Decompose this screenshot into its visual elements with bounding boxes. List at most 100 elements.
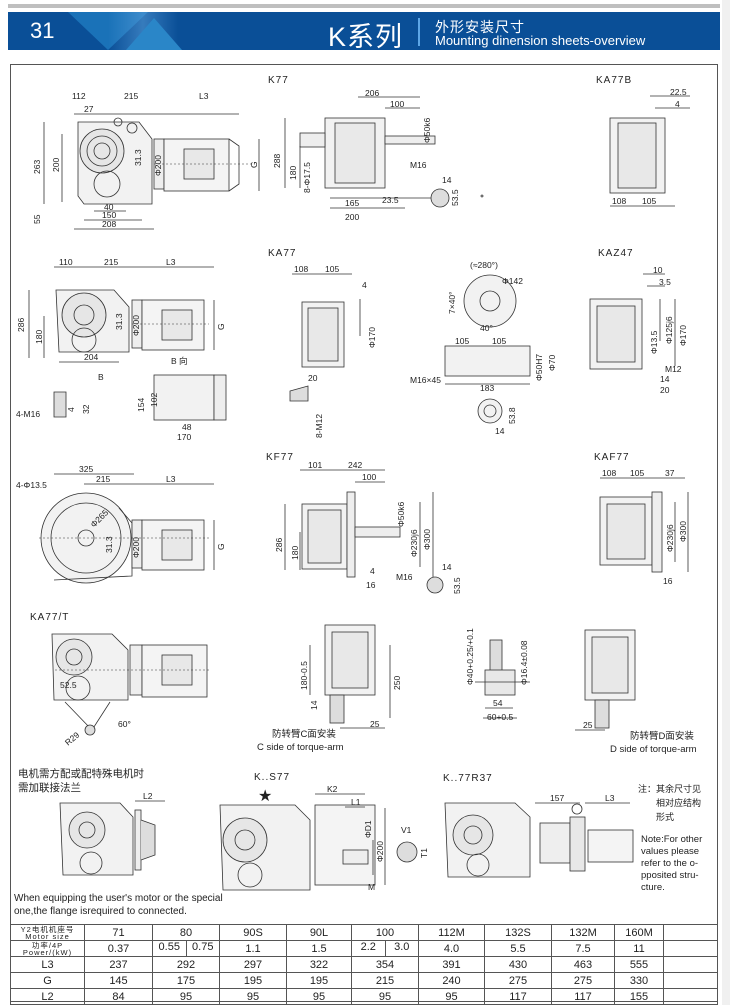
table-cell: 80 (152, 924, 220, 941)
dim-label: 165 (345, 198, 359, 208)
header-divider (418, 18, 420, 46)
dim-label: M (368, 882, 375, 892)
top-rule (8, 4, 720, 8)
table-cell: 240 (418, 972, 485, 989)
dim-label: 154 (136, 398, 146, 412)
drawing-ka-side: 110 215 L3 286 180 31.3 Φ200 G 204 B 4-M… (16, 257, 227, 442)
drawing-title-k77: K77 (268, 75, 289, 86)
note-en-2: values please (641, 846, 700, 857)
dim-label: 150 (102, 210, 116, 220)
drawing-ka77b: 22.5 4 108 105 (609, 87, 690, 207)
dim-label: 288 (272, 154, 282, 168)
dim-label: 157 (550, 793, 564, 803)
dim-label: 215 (96, 474, 110, 484)
dim-label: 183 (480, 383, 494, 393)
dim-label: 14 (495, 426, 505, 436)
b-view-title: B 向 (171, 356, 188, 366)
table-cell: 354 (351, 956, 419, 973)
dim-label: 40° (480, 323, 493, 333)
table-cell: 117 (484, 988, 552, 1005)
table-cell-empty (663, 972, 718, 989)
table-cell: 175 (152, 972, 220, 989)
dim-label: 3.5 (659, 277, 671, 287)
dim-label: 53.8 (507, 407, 517, 424)
table-cell: 2.2 3.0 (351, 940, 419, 957)
page-number: 31 (30, 18, 55, 43)
dim-label: 22.5 (670, 87, 687, 97)
drawing-title-ka77: KA77 (268, 248, 297, 259)
dim-label: L3 (605, 793, 615, 803)
row-header-motor-size: Y2电机机座号 Motor size (10, 924, 85, 941)
dim-label: Φ200 (131, 537, 141, 558)
drawing-ka77: 108 105 4 Φ170 20 8-M12 (≈280°) 7×40° Φ1… (289, 260, 557, 438)
row-header-l2: L2 (10, 988, 85, 1005)
dim-label: Φ50k6 (422, 118, 432, 143)
dim-label: 14 (660, 374, 670, 384)
table-cell: 95 (418, 988, 485, 1005)
table-cell: 297 (219, 956, 287, 973)
drawing-kf77: 101 242 100 Φ50k6 Φ230j6 Φ300 286 180 4 … (274, 460, 462, 594)
motor-size-label-en: Motor size (25, 931, 70, 941)
dim-label: 48 (182, 422, 192, 432)
dim-label: 37 (665, 468, 675, 478)
dim-label: 105 (455, 336, 469, 346)
dim-label: 8-Φ17.5 (302, 162, 312, 193)
dim-label: Φ230j6 (409, 529, 419, 557)
table-cell: 555 (614, 956, 664, 973)
drawing-title-ks77: K..S77 (254, 772, 291, 783)
dim-label: R29 (63, 730, 82, 748)
dim-label: 4 (362, 280, 367, 290)
dim-label: 40 (104, 202, 114, 212)
dim-label: 100 (362, 472, 376, 482)
dim-label: B (98, 372, 104, 382)
table-cell: 330 (614, 972, 664, 989)
page-edge (722, 0, 730, 1005)
dim-label: 4 (370, 566, 375, 576)
dim-label: 52.5 (60, 680, 77, 690)
dim-label: 54 (493, 698, 503, 708)
dim-label: Φ125j6 (664, 316, 674, 344)
table-cell: 3.0 (384, 941, 419, 956)
d-side-caption-en: D side of torque-arm (610, 744, 697, 755)
dim-label: 112 (72, 91, 86, 101)
dim-label: 25 (370, 719, 380, 729)
dim-label: 208 (102, 219, 116, 229)
dim-label: L3 (199, 91, 209, 101)
table-cell: 237 (84, 956, 153, 973)
dim-label: L2 (143, 791, 153, 801)
dim-label: 286 (16, 318, 26, 332)
dim-label: 23.5 (382, 195, 399, 205)
dim-label: 7×40° (447, 291, 457, 314)
dim-label: 180 (34, 330, 44, 344)
dim-label: L1 (351, 797, 361, 807)
dim-label: 263 (32, 160, 42, 174)
dim-label: 204 (84, 352, 98, 362)
dim-label: L3 (166, 474, 176, 484)
d-side-caption-cn: 防转臂D面安装 (630, 731, 694, 742)
drawing-d-side: 25 (575, 629, 636, 731)
dim-label: 105 (492, 336, 506, 346)
dim-label: Φ230j6 (665, 524, 675, 552)
dim-label: 60+0.5 (487, 712, 514, 722)
table-cell: 145 (84, 972, 153, 989)
dim-label: 200 (345, 212, 359, 222)
dim-label: 242 (348, 460, 362, 470)
drawing-kf-side: 325 4-Φ13.5 215 L3 Φ265 31.3 Φ200 G (16, 464, 226, 584)
drawing-k77: 206 100 Φ50k6 288 180 8-Φ17.5 M16 14 53.… (272, 88, 484, 222)
table-cell: 7.5 (551, 940, 615, 957)
power-label-en: Power/(kW) (22, 947, 73, 957)
table-row-l2: L2 84 95 95 95 95 95 117 117 155 (10, 988, 718, 1005)
table-cell: 322 (286, 956, 352, 973)
dim-label: 55 (32, 214, 42, 224)
dim-label: 60° (118, 719, 131, 729)
table-cell: 112M (418, 924, 485, 941)
table-cell: 132S (484, 924, 552, 941)
dim-label: 105 (630, 468, 644, 478)
drawing-title-k77r37: K..77R37 (443, 773, 493, 784)
dim-label: ΦD1 (363, 820, 373, 838)
note-cn-1: 注：其余尺寸见 (638, 784, 702, 794)
table-cell: 2.2 (360, 941, 376, 953)
table-row-motor-size: Y2电机机座号 Motor size 71 80 90S 90L 100 112… (10, 924, 718, 941)
table-cell: 0.55 (158, 941, 180, 953)
